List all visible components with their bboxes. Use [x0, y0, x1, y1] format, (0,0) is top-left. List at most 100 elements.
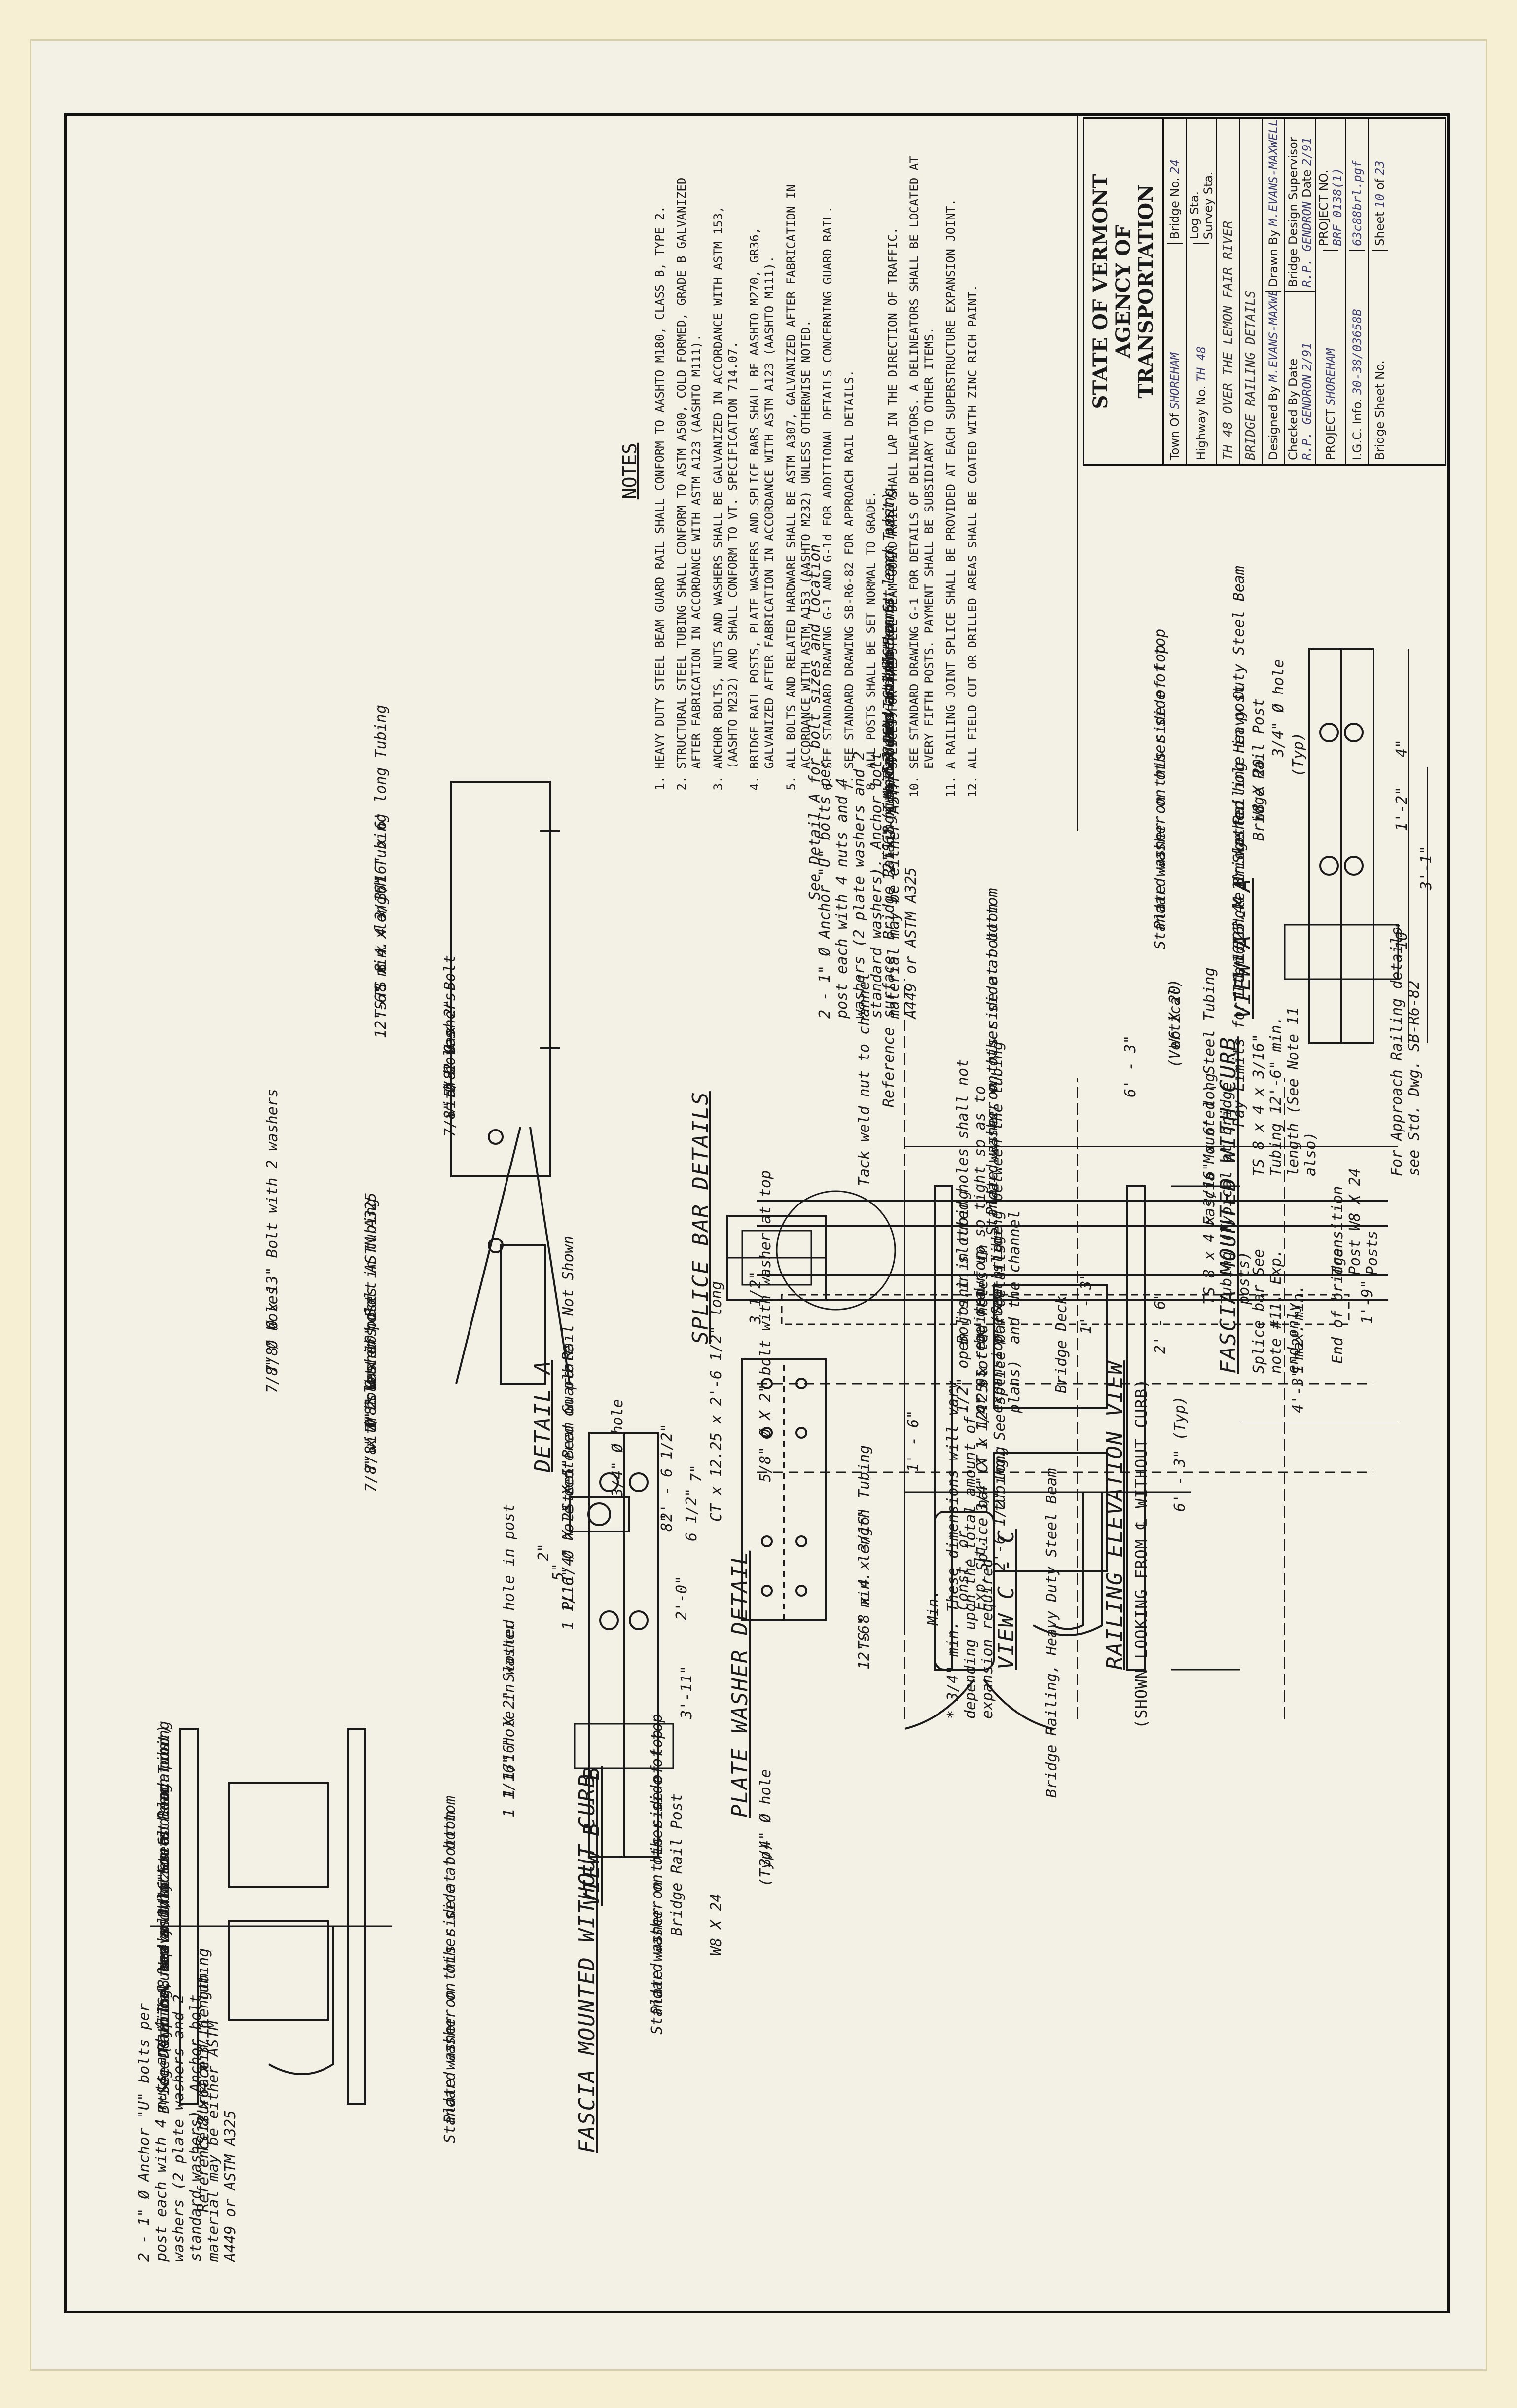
- note-hole-washer-bb: 1 1/16" hole in washer: [501, 1621, 518, 1818]
- supervisor-label: Bridge Design Supervisor: [1286, 137, 1300, 287]
- note-item: ALL BOLTS AND RELATED HARDWARE SHALL BE …: [784, 150, 813, 769]
- note-bridge-deck: Bridge Deck: [1053, 1295, 1070, 1393]
- town-value: SHOREHAM: [1168, 352, 1182, 410]
- note-w8x24: W8 X 24: [708, 1893, 725, 1956]
- linework-svg: [150, 116, 1428, 2105]
- dim-1-2: 1'-2": [1393, 786, 1410, 831]
- note-holes-78-detail: 7/8" Ø holes: [441, 1030, 459, 1137]
- sheet-total: 23: [1373, 160, 1387, 175]
- project-no-label: PROJECT NO.: [1317, 169, 1331, 246]
- sheet-row: Bridge Sheet No. Sheet 10 of 23: [1369, 119, 1391, 464]
- dim-7: 7": [688, 1464, 705, 1482]
- note-end-of-bridge: End of bridge: [1329, 1248, 1346, 1364]
- note-bridge-rail-post-aa: Bridge Rail Post: [1250, 698, 1267, 841]
- project-desc-row: TH 48 OVER THE LEMON FAIR RIVER: [1217, 119, 1240, 464]
- checked-label: Checked By: [1286, 390, 1300, 460]
- dim-2-6: 2' - 6": [1152, 1291, 1169, 1354]
- note-reference-surface-aa: Reference surface: [880, 955, 898, 1107]
- log-sta-label: Log Sta.: [1188, 191, 1201, 240]
- note-item: SEE STANDARD DRAWING G-1 AND G-1d FOR AD…: [820, 150, 835, 769]
- highway-cell: Highway No. TH 48: [1193, 243, 1209, 464]
- railing-elevation-title: RAILING ELEVATION VIEW: [1102, 1360, 1127, 1670]
- supervisor-value: R.P. GENDRON: [1300, 201, 1314, 287]
- note-item: A RAILING JOINT SPLICE SHALL BE PROVIDED…: [943, 150, 958, 769]
- note-ts-tubing-min: TS 8 x 4 x 3/16" Tubing 12'-6" min. leng…: [1250, 1007, 1319, 1176]
- dim-1-3: 1' - 3": [1078, 1272, 1095, 1334]
- note-item: ANCHOR BOLTS, NUTS AND WASHERS SHALL BE …: [711, 150, 740, 769]
- supervisor-date: 2/91: [1300, 137, 1314, 166]
- drawing-frame: VIEW A - A FASCIA MOUNTED WITH CURB SPLI…: [64, 113, 1450, 2313]
- note-min-length-detail: 12'-6" min. length: [372, 877, 390, 1038]
- sheet-title-row: BRIDGE RAILING DETAILS: [1240, 119, 1263, 464]
- note-standard-washer-bb: Standard washer on other side of top: [649, 1714, 666, 2035]
- bridge-no-cell: Bridge No. 24: [1167, 119, 1183, 243]
- note-ct-splice: CT x 12.25 x 2'-6 1/2" long: [708, 1281, 725, 1522]
- igc-cell: I.G.C. Info. 30-38/03658B: [1349, 250, 1365, 464]
- project-cell: PROJECT SHOREHAM: [1323, 250, 1338, 464]
- note-bridge-railing-cc: Bridge Railing, Heavy Duty Steel Beam: [1043, 1468, 1060, 1798]
- dim-2-0: 2'-0": [673, 1575, 690, 1620]
- view-cc-drawing: [904, 1511, 1053, 1730]
- notes-heading: NOTES: [619, 442, 641, 500]
- date-label-1: Date: [1286, 358, 1300, 387]
- dim-3-12: 3 1/2": [747, 1271, 764, 1324]
- note-item: STRUCTURAL STEEL TUBING SHALL CONFORM TO…: [674, 150, 704, 769]
- bridge-sheet-cell: Bridge Sheet No.: [1372, 250, 1388, 464]
- note-holes-78: 7/8" Ø holes: [264, 1286, 281, 1393]
- project-label: PROJECT: [1324, 409, 1337, 460]
- project-description: TH 48 OVER THE LEMON FAIR RIVER: [1221, 220, 1235, 460]
- bridge-no-label: Bridge No.: [1168, 177, 1182, 240]
- dim-6-3: 6' - 3": [1122, 1035, 1139, 1097]
- sheet-label: Sheet: [1373, 212, 1387, 246]
- note-centered-hole: 1 1/16" Ø hole centered on plate: [560, 1345, 577, 1630]
- note-item: ALL POSTS SHALL BE SET NORMAL TO GRADE.: [864, 150, 878, 769]
- fascia-without-curb-drawing: [150, 1728, 392, 2105]
- dim-2: 2": [535, 1543, 552, 1561]
- note-slotted-holes-tubing: 7/8" x 1" slotted holes in tubing: [362, 1198, 380, 1492]
- town-row: Town Of SHOREHAM Bridge No. 24: [1164, 119, 1187, 464]
- igc-label: I.G.C. Info.: [1350, 398, 1364, 460]
- dim-2-6-12: 2' - 6 1/2": [658, 1423, 676, 1522]
- sheet-no: 10: [1373, 193, 1387, 208]
- highway-label: Highway No.: [1194, 385, 1208, 460]
- plate-washer-drawing: [569, 1496, 630, 1532]
- note-standard-washer-bottom-bb: Standard washer on other side at bottom: [441, 1795, 459, 2143]
- note-item: HEAVY DUTY STEEL BEAM GUARD RAIL SHALL C…: [652, 150, 667, 769]
- designed-label: Designed By: [1266, 385, 1280, 460]
- note-item: ALL FIELD CUT OR DRILLED AREAS SHALL BE …: [965, 150, 980, 769]
- designed-value: M.EVANS-MAXWELL: [1266, 291, 1280, 382]
- bridge-sheet-label: Bridge Sheet No.: [1373, 360, 1387, 460]
- plate-washer-title: PLATE WASHER DETAIL: [727, 1550, 753, 1818]
- note-typ-aa: (Typ): [1290, 732, 1307, 777]
- agency-line-2: AGENCY OF TRANSPORTATION: [1112, 184, 1157, 399]
- detail-a-drawing: [450, 781, 571, 1385]
- railing-elevation-subtitle: (SHOWN LOOKING FROM ℄ WITHOUT CURB): [1132, 1378, 1151, 1729]
- note-3-4-hole-splice: 3/4" Ø hole: [609, 1399, 626, 1497]
- note-standard-washer-top-aa: Standard washer on other side of top: [1152, 628, 1169, 949]
- project-value: SHOREHAM: [1324, 348, 1337, 405]
- igc-row: I.G.C. Info. 30-38/03658B 63c88brl.pgf: [1346, 119, 1369, 464]
- dim-6-12: 6 1/2": [683, 1488, 700, 1541]
- note-item: SPLICES FOR THE STEEL BEAM GUARD RAIL SH…: [885, 150, 900, 769]
- sheet-of: of: [1373, 179, 1387, 190]
- bridge-no-value: 24: [1168, 159, 1182, 174]
- highway-value: TH 48: [1194, 346, 1208, 382]
- dim-1-6: 1' - 6": [905, 1410, 922, 1472]
- dim-8: 8": [658, 1513, 676, 1532]
- splice-bar-drawing: [726, 1215, 827, 1621]
- agency-line-1: STATE OF VERMONT: [1089, 174, 1112, 409]
- survey-sta-label: Survey Sta.: [1201, 171, 1215, 240]
- drawn-cell: Drawn By M.EVANS-MAXWELL: [1265, 119, 1281, 291]
- checked-date: 2/91: [1300, 342, 1314, 371]
- note-item: SEE STANDARD DRAWING G-1 FOR DETAILS OF …: [907, 150, 937, 769]
- checked-value: R.P. GENDRON: [1300, 374, 1314, 460]
- designed-row: Designed By M.EVANS-MAXWELL Drawn By M.E…: [1263, 119, 1285, 464]
- detail-a-title: DETAIL A: [530, 1360, 555, 1472]
- note-typ-bb: (Typ): [757, 1842, 774, 1887]
- note-item: SEE STANDARD DRAWING SB-R6-82 FOR APPROA…: [842, 150, 857, 769]
- note-item: BRIDGE RAIL POSTS, PLATE WASHERS AND SPL…: [747, 150, 777, 769]
- note-anchor-bolts-bb: 2 - 1" Ø Anchor "U" bolts per post each …: [136, 1994, 239, 2262]
- note-min: Min.: [925, 1589, 942, 1625]
- project-no-value: BRF 0138(1): [1331, 167, 1344, 246]
